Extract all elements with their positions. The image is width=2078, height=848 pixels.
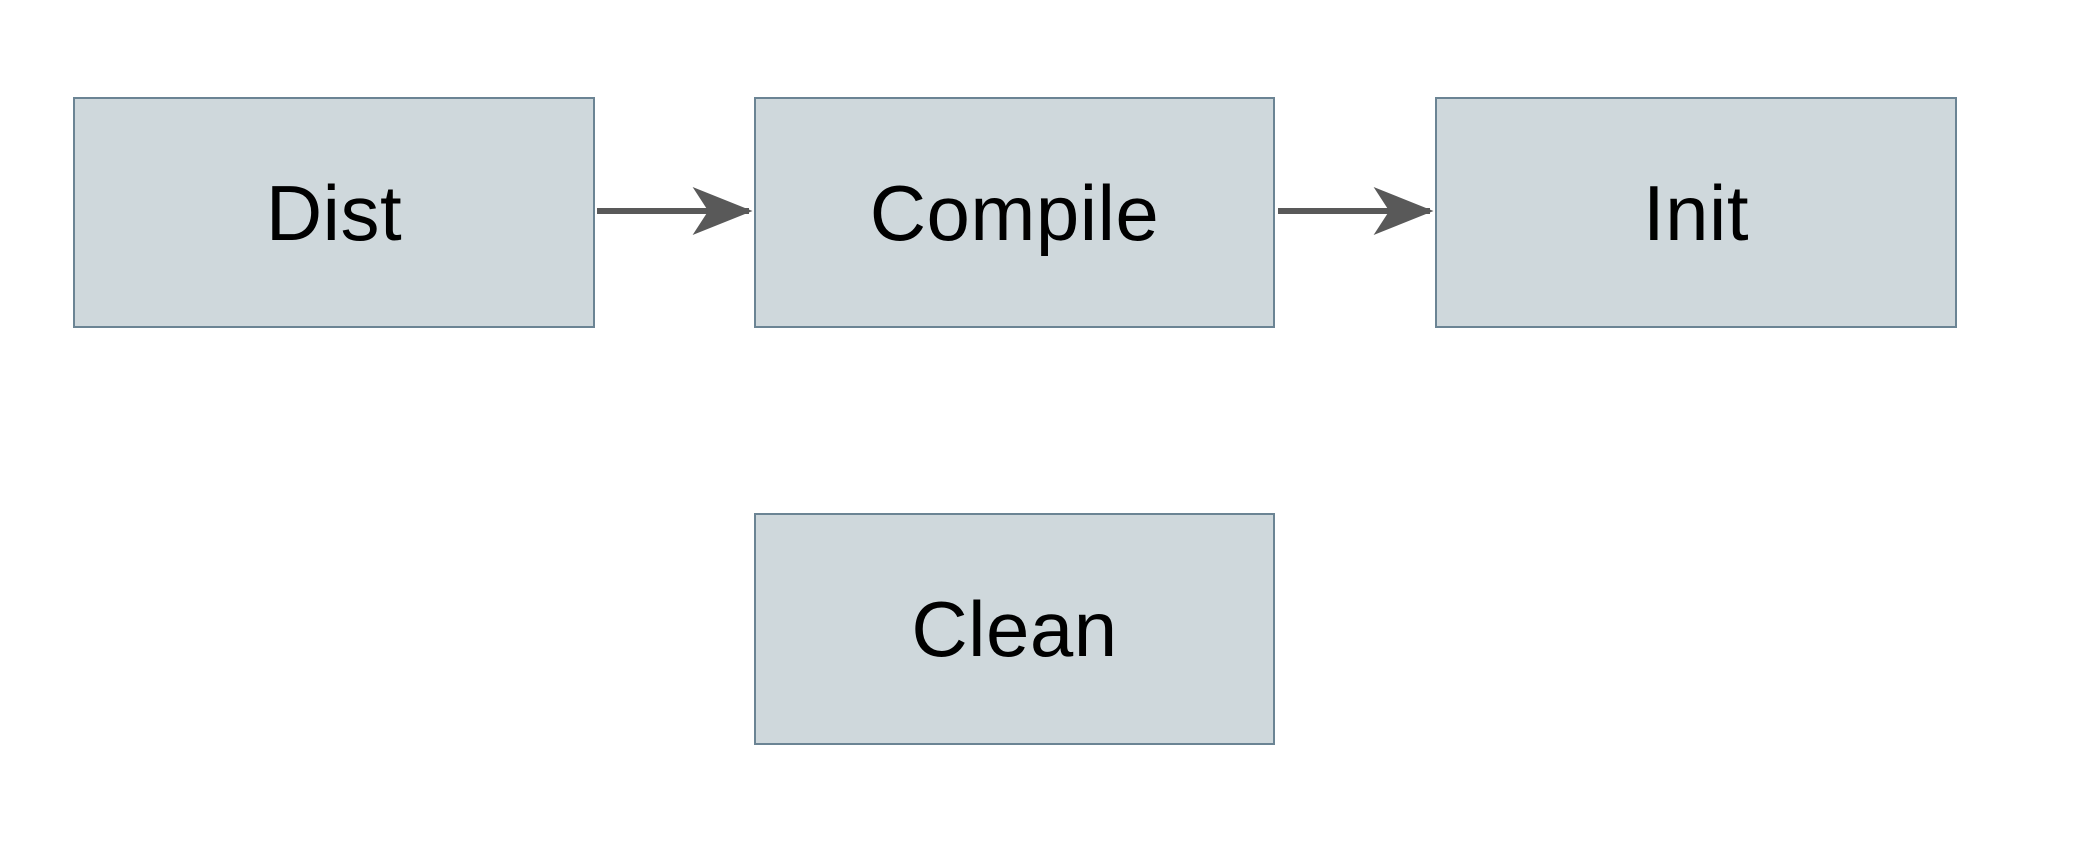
node-dist-label: Dist	[265, 168, 403, 257]
node-init-label: Init	[1642, 168, 1750, 257]
node-dist[interactable]: Dist	[73, 97, 595, 328]
node-compile[interactable]: Compile	[754, 97, 1275, 328]
node-clean[interactable]: Clean	[754, 513, 1275, 745]
node-clean-label: Clean	[911, 585, 1118, 673]
node-compile-label: Compile	[869, 168, 1160, 257]
node-init[interactable]: Init	[1435, 97, 1957, 328]
